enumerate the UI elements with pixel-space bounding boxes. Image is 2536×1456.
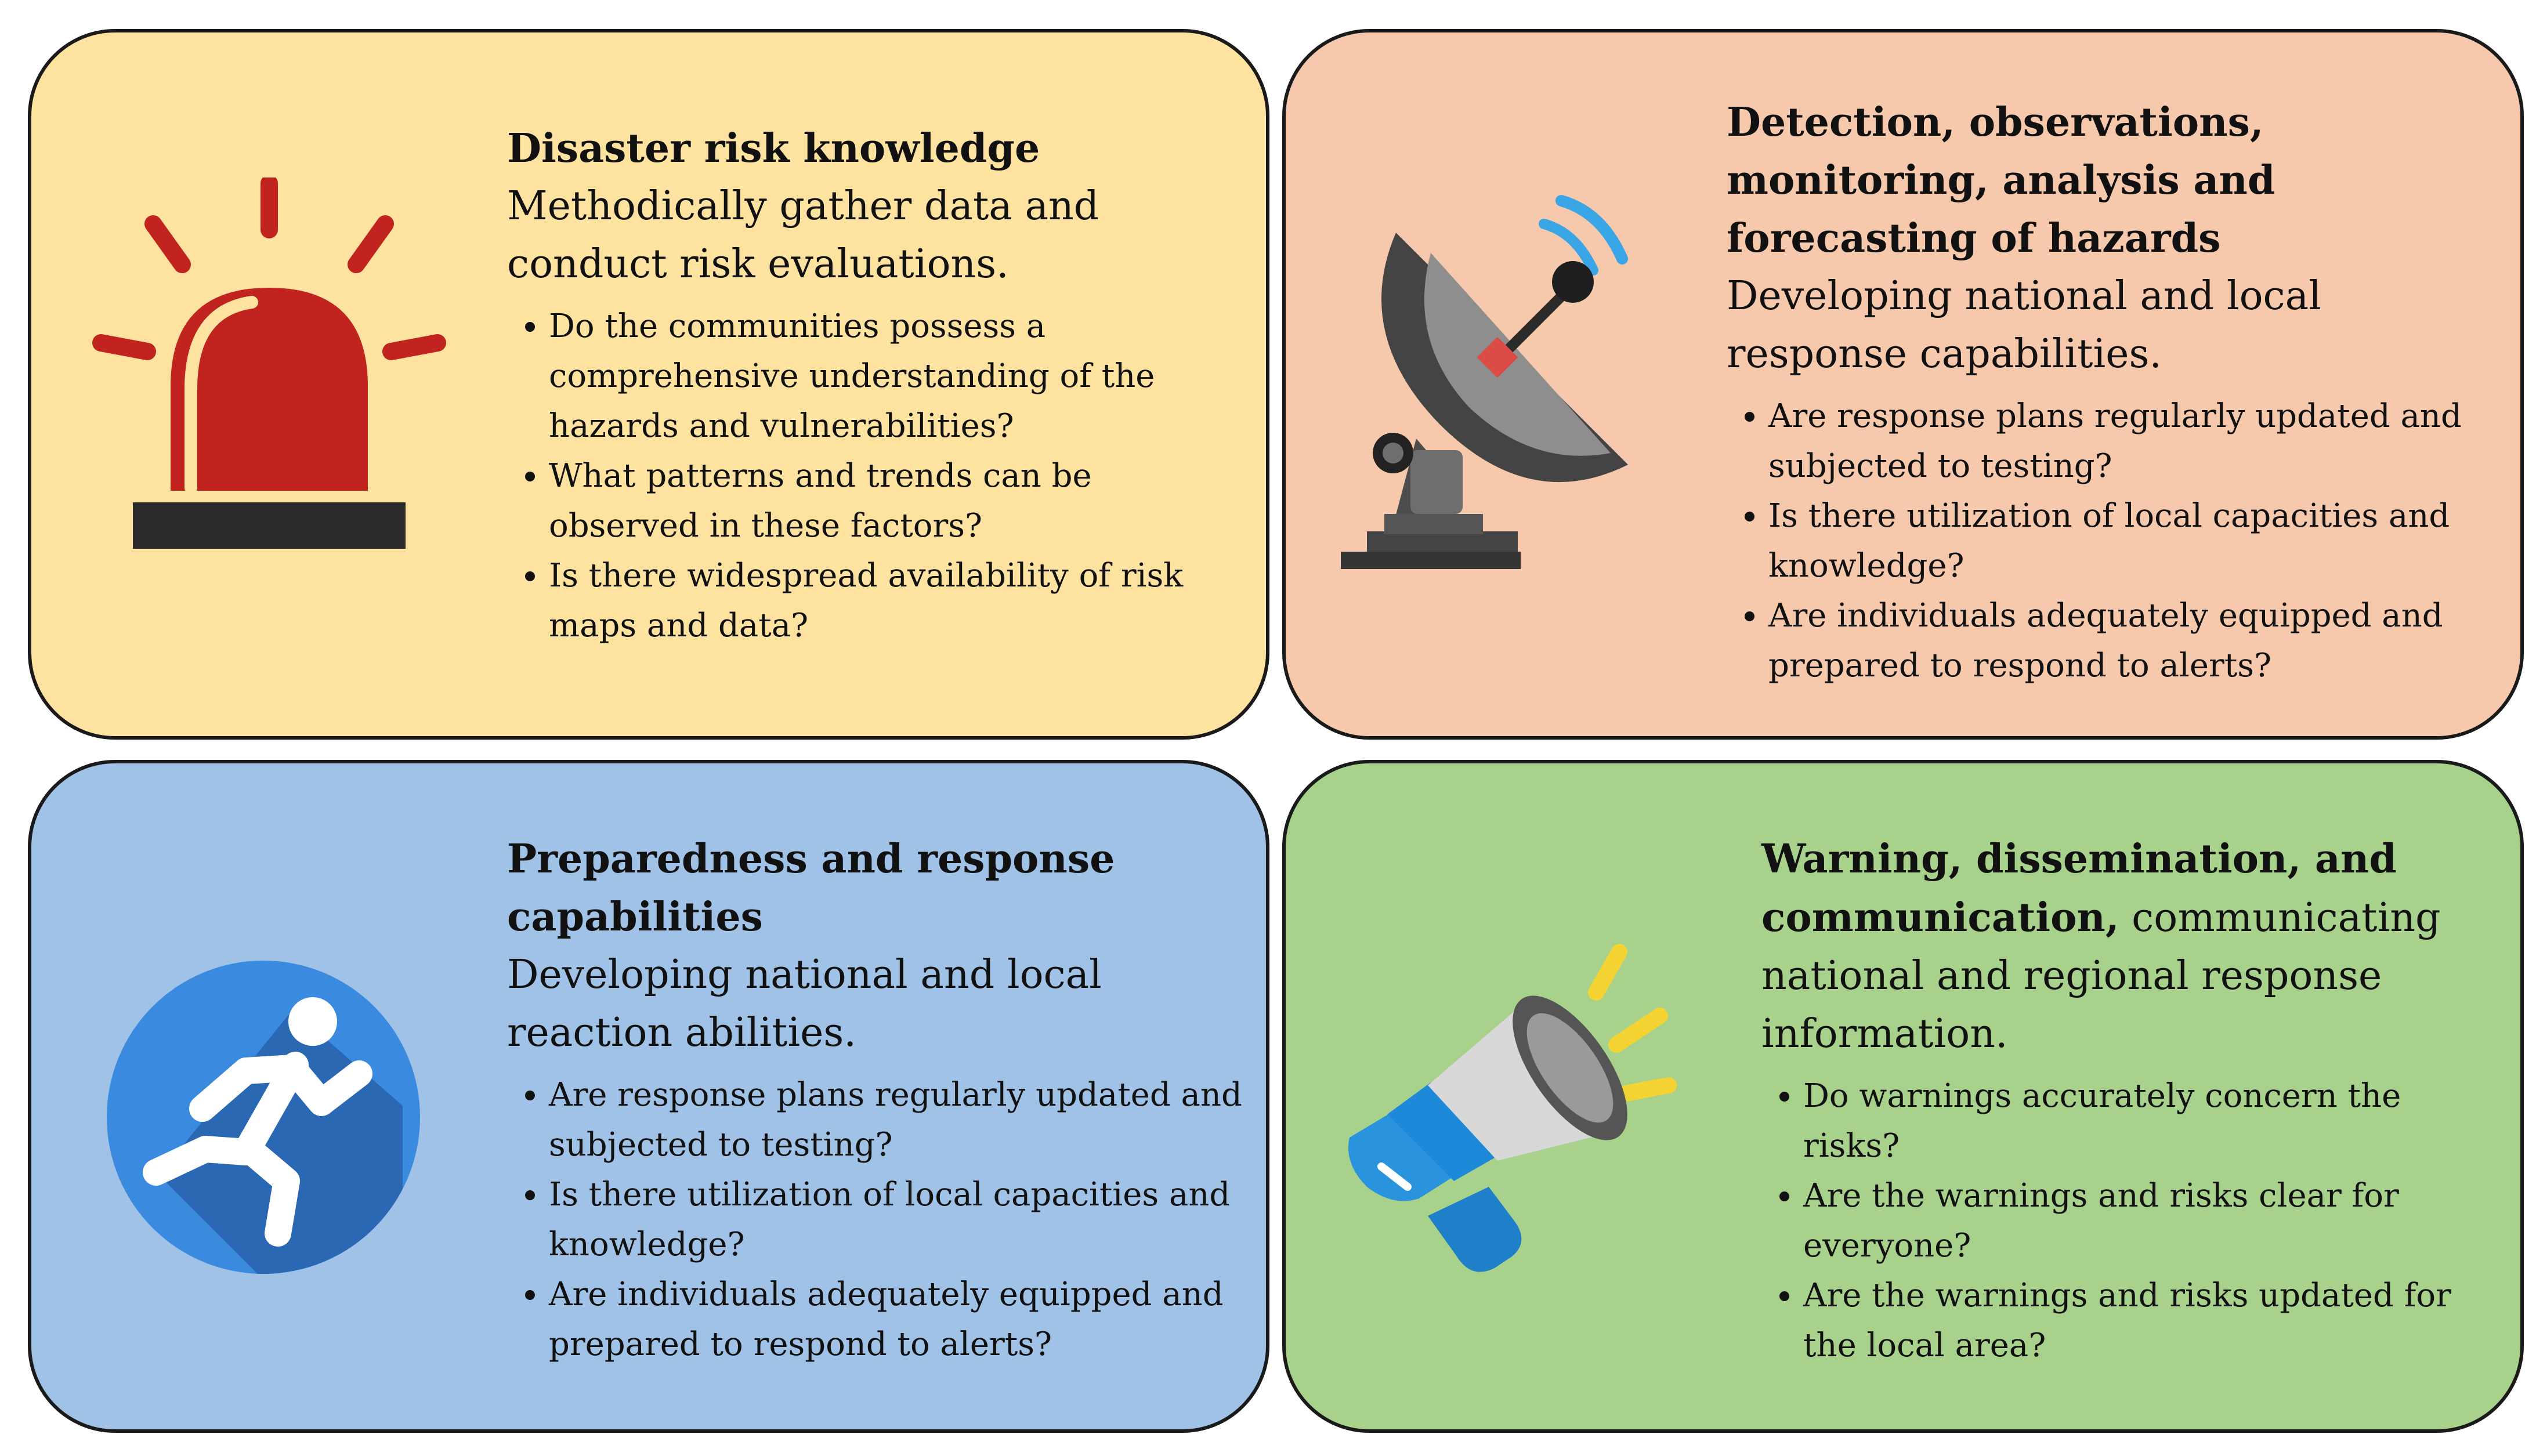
question-item: Is there widespread availability of risk… — [549, 551, 1244, 651]
panel-warning-dissemination: Warning, dissemination, and communicatio… — [1282, 760, 2524, 1433]
megaphone-icon — [1338, 943, 1709, 1314]
question-item: Are individuals adequately equipped and … — [1768, 591, 2498, 691]
panel-risk-knowledge: Disaster risk knowledge Methodically gat… — [28, 29, 1269, 740]
question-list: Do warnings accurately concern the risks… — [1761, 1071, 2498, 1371]
panel-text: Warning, dissemination, and communicatio… — [1761, 830, 2498, 1371]
panel-description: Methodically gather data and conduct ris… — [507, 183, 1099, 287]
question-item: Are individuals adequately equipped and … — [549, 1270, 1244, 1370]
panel-text: Detection, observations, monitoring, ana… — [1727, 93, 2498, 691]
panel-description: Developing national and local reaction a… — [507, 952, 1102, 1056]
question-item: Do the communities possess a comprehensi… — [549, 302, 1244, 451]
panel-title: Detection, observations, monitoring, ana… — [1727, 99, 2275, 262]
panel-text: Preparedness and response capabilities D… — [507, 830, 1244, 1370]
question-item: Is there utilization of local capacities… — [549, 1170, 1244, 1270]
alarm-siren-icon — [89, 178, 449, 572]
question-list: Do the communities possess a comprehensi… — [507, 302, 1244, 651]
question-item: Are response plans regularly updated and… — [549, 1070, 1244, 1170]
question-list: Are response plans regularly updated and… — [1727, 392, 2498, 691]
panel-preparedness-response: Preparedness and response capabilities D… — [28, 760, 1269, 1433]
panel-title-suffix: communicating national and regional resp… — [1761, 895, 2441, 1057]
panel-title: Warning, dissemination, and communicatio… — [1761, 836, 2397, 941]
question-item: Are response plans regularly updated and… — [1768, 392, 2498, 491]
question-item: Are the warnings and risks clear for eve… — [1803, 1171, 2498, 1271]
question-item: Do warnings accurately concern the risks… — [1803, 1071, 2498, 1171]
question-list: Are response plans regularly updated and… — [507, 1070, 1244, 1370]
running-person-icon — [101, 955, 426, 1280]
question-item: What patterns and trends can be observed… — [549, 451, 1244, 551]
panel-title: Preparedness and response capabilities — [507, 836, 1115, 940]
panel-detection-monitoring: Detection, observations, monitoring, ana… — [1282, 29, 2524, 740]
panel-title-line: Warning, dissemination, and communicatio… — [1761, 830, 2498, 1063]
panel-title: Disaster risk knowledge — [507, 125, 1040, 172]
panel-text: Disaster risk knowledge Methodically gat… — [507, 119, 1244, 651]
question-item: Is there utilization of local capacities… — [1768, 491, 2498, 591]
panel-description: Developing national and local response c… — [1727, 273, 2321, 377]
satellite-dish-icon — [1338, 189, 1674, 584]
question-item: Are the warnings and risks updated for t… — [1803, 1271, 2498, 1371]
